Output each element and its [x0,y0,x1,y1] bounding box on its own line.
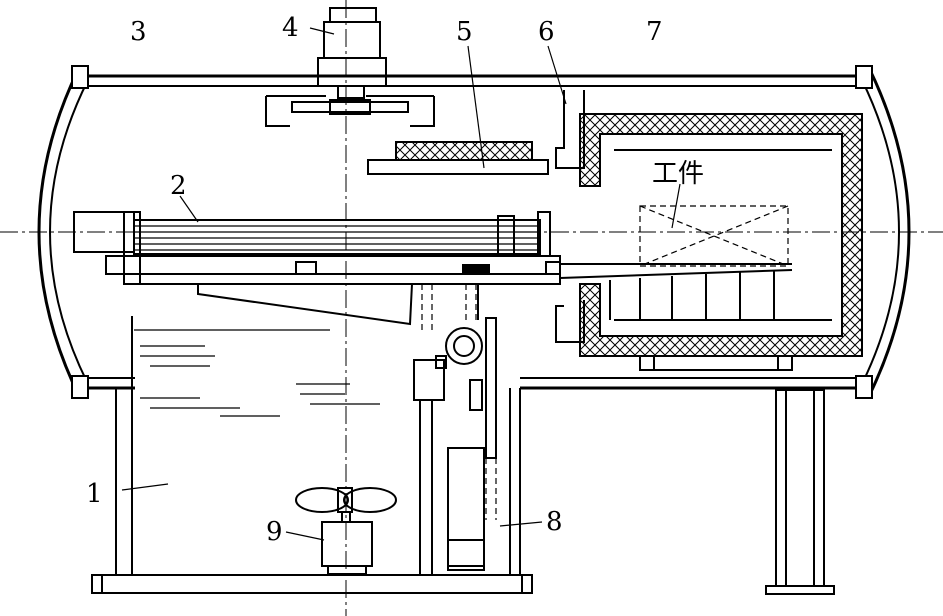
quench-oil-tank [115,316,433,575]
label-7: 7 [646,17,663,47]
heater [367,141,549,175]
label-workpiece: 工件 [652,159,704,189]
workpiece [639,205,789,267]
leader-lines [121,27,681,541]
label-1: 1 [86,479,103,509]
vessel-shell [37,65,911,399]
heating-chamber [579,113,863,371]
elevator-cylinder [413,284,497,571]
label-3: 3 [130,17,147,47]
base-plate [91,574,533,594]
transfer-mechanism [73,211,793,326]
label-5: 5 [456,17,473,47]
label-8: 8 [546,507,563,537]
label-6: 6 [538,17,555,47]
agitator [295,487,397,575]
support-column [509,388,835,595]
label-2: 2 [170,171,187,201]
label-9: 9 [266,517,283,547]
fan-motor [265,7,435,127]
label-4: 4 [282,13,299,43]
